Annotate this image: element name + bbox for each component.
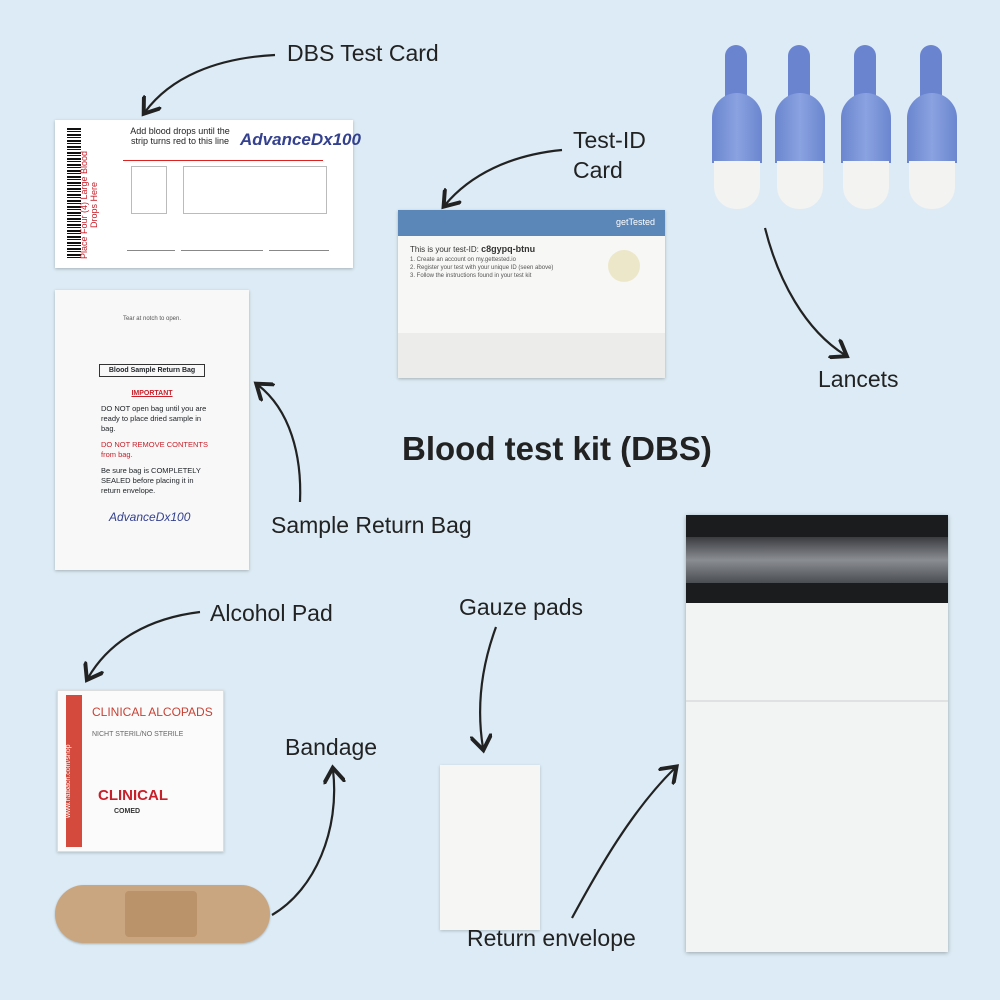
bag-bullet: DO NOT REMOVE CONTENTS from bag. [101,440,208,459]
dbs-drop-box [131,166,167,214]
arrow-gauze [480,626,498,748]
label-bandage: Bandage [285,734,378,760]
test-id-header-band: getTested [398,210,665,236]
dbs-underline [127,250,175,251]
bag-important: IMPORTANT [131,390,173,397]
sample-return-bag: Tear at notch to open. Blood Sample Retu… [55,290,249,570]
gauze-pad [440,765,540,930]
test-id-sticker-spot [608,250,640,282]
bag-header: Blood Sample Return Bag [99,364,205,377]
pad-sterile-text: NICHT STERIL/NO STERILE [92,731,184,738]
envelope-adhesive-strip [686,537,948,583]
bag-bullet: DO NOT open bag until you are ready to p… [101,404,207,433]
barcode [67,128,81,260]
arrow-envelope [571,768,675,919]
dbs-strip-box [183,166,327,214]
dbs-underline [181,250,263,251]
lancet [907,45,957,210]
arrow-alcohol-pad [88,610,201,678]
bag-brand-logo: AdvanceDx100 [109,510,191,524]
bandage [55,885,270,943]
label-lancets: Lancets [818,366,899,392]
test-id-step: 1. Create an account on my.gettested.io [410,257,516,263]
bag-bullet: Be sure bag is COMPLETELY SEALED before … [101,466,201,495]
return-envelope [686,515,948,952]
arrow-bandage [271,770,334,916]
lancet [841,45,891,210]
test-id-footer [398,333,665,378]
lancet [712,45,762,210]
label-sample-return-bag: Sample Return Bag [271,512,472,538]
pad-url: www.halbach.com/shop [65,744,72,818]
test-id-step: 3. Follow the instructions found in your… [410,273,532,279]
arrow-return-bag [258,385,302,503]
dbs-red-line [123,160,323,161]
dbs-instructions: Add blood drops until the strip turns re… [130,126,230,146]
test-id-value: c8gypq-btnu [481,244,536,254]
label-test-id-line1: Test-ID [573,127,646,153]
pad-brand-logo: CLINICAL [98,787,168,804]
label-gauze-pads: Gauze pads [459,594,584,620]
dbs-side-text: Place Four (4) Large Blood Drops Here [79,150,99,260]
dbs-underline [269,250,329,251]
test-id-steps: 1. Create an account on my.gettested.io … [410,256,553,280]
label-test-id-line2: Card [573,157,623,183]
lancet [775,45,825,210]
page-title: Blood test kit (DBS) [402,430,712,467]
bandage-pad [125,891,197,937]
bag-tear-text: Tear at notch to open. [122,316,182,322]
test-id-line: This is your test-ID: c8gypq-btnu [410,244,535,254]
test-id-label: This is your test-ID: [410,245,479,254]
dbs-brand-logo: AdvanceDx100 [240,130,361,149]
label-dbs-test-card: DBS Test Card [287,40,439,66]
pad-title: CLINICAL ALCOPADS [92,705,213,719]
test-id-step: 2. Register your test with your unique I… [410,265,554,271]
arrow-lancets [763,227,845,355]
pad-stripe [66,695,82,847]
envelope-fold [686,700,948,702]
arrow-test-id-card [445,148,563,205]
arrow-dbs-card [145,53,276,112]
test-id-brand: getTested [615,217,655,227]
dbs-test-card: Place Four (4) Large Blood Drops Here Ad… [55,120,361,268]
alcohol-pad: www.halbach.com/shop CLINICAL ALCOPADS N… [57,690,224,852]
label-alcohol-pad: Alcohol Pad [210,600,333,626]
pad-maker: COMED [114,808,141,815]
test-id-card: getTested This is your test-ID: c8gypq-b… [398,210,665,378]
